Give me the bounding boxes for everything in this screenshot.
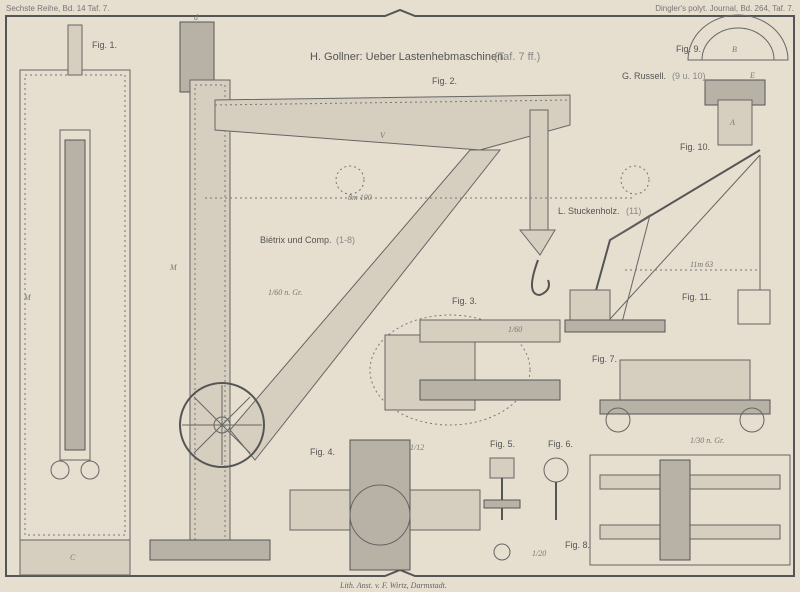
fig5-label: Fig. 5. [490,439,515,449]
lithographer-imprint: Lith. Anst. v. F. Wirtz, Darmstadt. [339,581,447,590]
letter-a: A [729,118,735,127]
fig9-plan [687,14,789,61]
russell-ref: (9 u. 10) [672,71,706,81]
stuckenholz-title: L. Stuckenholz. [558,206,620,216]
scale-fig7: 1/30 n. Gr. [690,436,724,445]
fig8-plan [589,454,791,566]
fig7-trolley [599,359,771,433]
letter-b: B [732,45,737,54]
scale-fig3: 1/60 [508,325,522,334]
fig5-detail [483,457,521,561]
scale-fig6: 1/20 [532,549,546,558]
fig11-label: Fig. 11. [682,292,711,302]
stuckenholz-ref: (11) [626,206,641,216]
fig3-label: Fig. 3. [452,296,477,306]
russell-title: G. Russell. [622,71,666,81]
fig10-section [704,79,766,146]
letter-d: d [194,13,199,22]
header-left: Sechste Reihe, Bd. 14 Taf. 7. [6,4,109,13]
letter-m: M [23,293,32,302]
fig1-column-elevation [19,24,131,576]
span-fig2: 8m 100 [348,193,372,202]
fig2-label: Fig. 2. [432,76,457,86]
plate-title-ref: (Taf. 7 ff.) [494,51,540,63]
fig2-crane-elevation [149,21,650,561]
plate-title: H. Gollner: Ueber Lastenhebmaschinen. [310,51,506,63]
letter-e: E [749,71,755,80]
fig4-label: Fig. 4. [310,447,335,457]
letter-c: C [70,553,76,562]
fig3-plan [369,314,561,426]
header-right: Dingler's polyt. Journal, Bd. 264, Taf. … [655,4,794,13]
scale-fig2: 1/60 n. Gr. [268,288,302,297]
fig7-label: Fig. 7. [592,354,617,364]
span-fig11: 11m 63 [690,260,713,269]
fig10-label: Fig. 10. [680,142,710,152]
scale-fig4: 1/12 [410,443,424,452]
fig4-wheel-section [289,439,481,571]
fig6-detail [543,457,569,520]
fig1-label: Fig. 1. [92,40,117,50]
letter-v: V [380,131,386,140]
bietrix-ref: (1-8) [336,235,355,245]
fig6-label: Fig. 6. [548,439,573,449]
fig9-label: Fig. 9. [676,44,701,54]
letter-m-2: M [169,263,178,272]
fig8-label: Fig. 8. [565,540,590,550]
plate-frame [5,8,795,577]
fig11-jib-crane [564,149,771,333]
bietrix-title: Biétrix und Comp. [260,235,332,245]
